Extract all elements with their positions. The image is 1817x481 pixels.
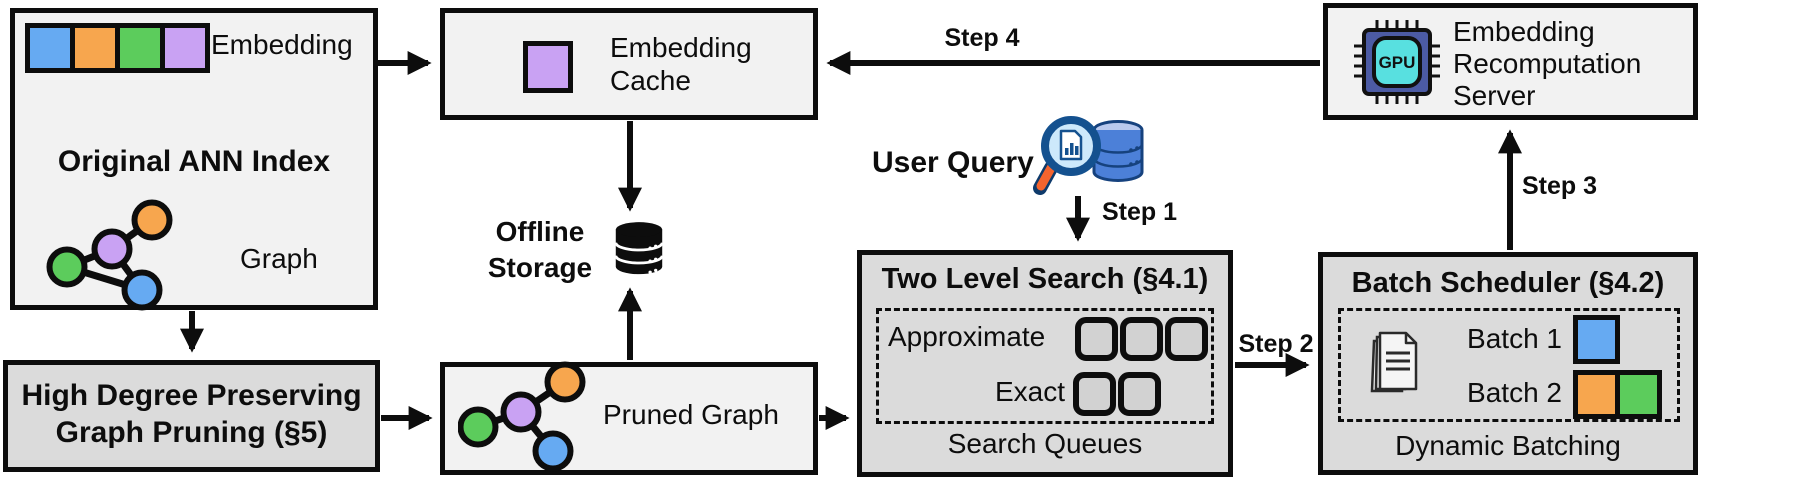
server-label-line2: Recomputation [1453,48,1642,79]
batch-query-square [1573,315,1620,364]
batch1-squares [1573,315,1620,364]
step2-label: Step 2 [1238,330,1314,358]
step4-label: Step 4 [944,24,1020,52]
storage-label-line2: Storage [487,252,593,283]
step3-label: Step 3 [1522,172,1598,200]
pruning-title-line1: High Degree Preserving [21,379,362,412]
embedding-cache-box: Embedding Cache [440,8,818,120]
queue-slot [1118,372,1161,416]
ann-title: Original ANN Index [57,145,331,178]
batch-query-square [1573,370,1620,419]
batch-scheduler-title: Batch Scheduler (§4.2) [1351,267,1665,299]
batch-query-square [1615,370,1662,419]
search-queues-panel: Approximate Exact [876,308,1214,424]
offline-storage-label: Offline Storage [470,214,610,286]
batch1-label: Batch 1 [1467,323,1562,354]
server-label-line1: Embedding [1453,16,1595,47]
graph-label: Graph [240,243,318,274]
queue-slot [1075,317,1118,361]
queue-slot [1165,317,1208,361]
queue-slot [1120,317,1163,361]
pruned-graph-label: Pruned Graph [603,399,779,430]
cache-label-line2: Cache [610,65,691,96]
documents-icon [1370,331,1418,393]
batch-scheduler-box: Batch Scheduler (§4.2) Batch 1 Batch 2 D… [1318,252,1698,475]
cached-embedding-icon [523,41,573,93]
embedding-square [115,23,165,73]
server-label-line3: Server [1453,80,1536,111]
gpu-chip-label: GPU [1379,53,1416,72]
gpu-chip-icon: GPU [1354,20,1440,104]
recomputation-server-box: GPU Embedding Recomputation Server [1323,3,1698,120]
user-query-label: User Query [872,146,1034,179]
graph-pruning-box: High Degree Preserving Graph Pruning (§5… [3,360,380,472]
batch2-label: Batch 2 [1467,377,1562,408]
embedding-square [160,23,210,73]
approximate-label: Approximate [888,321,1046,352]
database-icon [614,222,664,275]
embedding-label: Embedding [211,29,353,60]
dynamic-batching-panel: Batch 1 Batch 2 [1338,308,1680,422]
search-queues-caption: Search Queues [947,428,1143,459]
graph-icon [46,199,173,311]
two-level-search-title: Two Level Search (§4.1) [881,263,1209,295]
queue-slot [1073,372,1116,416]
exact-label: Exact [994,376,1065,407]
pruned-graph-icon [458,361,586,472]
embedding-square [25,23,75,73]
query-search-database-icon [1033,116,1144,195]
pruned-graph-box: Pruned Graph [440,361,818,475]
exact-slots [1073,372,1161,416]
cache-label-line1: Embedding [610,32,752,63]
dynamic-batching-caption: Dynamic Batching [1395,430,1621,461]
embedding-square [70,23,120,73]
two-level-search-box: Two Level Search (§4.1) Approximate Exac… [857,250,1233,477]
step1-label: Step 1 [1102,198,1178,226]
batch2-squares [1573,370,1662,419]
pruning-title-line2: Graph Pruning (§5) [55,416,328,449]
embedding-vector-icon [25,23,210,73]
approximate-slots [1075,317,1208,361]
original-ann-index-box: Embedding Original ANN Index Graph [10,8,378,311]
storage-label-line1: Offline [495,216,585,247]
